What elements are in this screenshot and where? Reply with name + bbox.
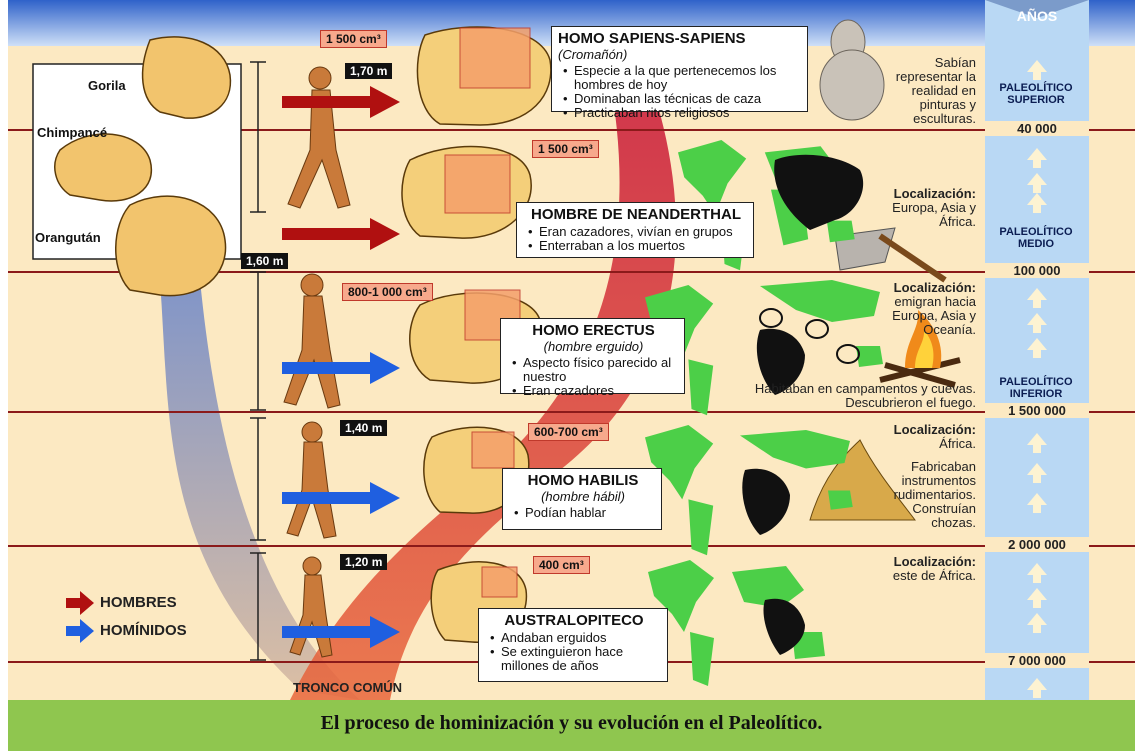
australopithecus-bullet: Se extinguieron hace millones de años (490, 645, 663, 673)
orangutan-label: Orangután (35, 230, 101, 245)
height-habilis: 1,40 m (340, 420, 388, 436)
erectus-title: HOMO ERECTUS (532, 322, 655, 339)
sapiens-bullet: Dominaban las técnicas de caza (563, 92, 803, 107)
habilis-location-text: África. (939, 436, 976, 451)
legend-men-arrow (66, 591, 94, 615)
year-marker: 100 000 (985, 263, 1089, 278)
australopithecus-location-title: Localización: (893, 554, 976, 569)
period-upper: PALEOLÍTICO SUPERIOR (999, 82, 1073, 106)
habilis-tools-note: Fabricaban instrumentos rudimentarios. C… (893, 459, 976, 530)
neanderthal-bullet: Enterraban a los muertos (528, 239, 749, 254)
period-middle: PALEOLÍTICO MEDIO (999, 226, 1073, 250)
period-lower: PALEOLÍTICO INFERIOR (999, 376, 1073, 400)
sapiens-subtitle: (Cromañón) (558, 47, 628, 62)
erectus-bullet: Aspecto físico parecido al nuestro (512, 356, 680, 384)
year-marker: 2 000 000 (985, 537, 1089, 552)
volume-sapiens: 1 500 cm³ (320, 30, 387, 48)
height-neanderthal: 1,60 m (241, 253, 289, 269)
volume-australopithecus: 400 cm³ (533, 556, 590, 574)
neanderthal-location: Localización: Europa, Asia y África. (868, 187, 976, 229)
hominid-stream (160, 280, 360, 700)
height-australopithecus: 1,20 m (340, 554, 388, 570)
hominid-arrows (282, 352, 400, 648)
legend-hominids-label: HOMÍNIDOS (100, 622, 187, 639)
gorilla-label: Gorila (88, 78, 126, 93)
habilis-subtitle: (hombre hábil) (541, 489, 625, 504)
year-marker: 7 000 000 (985, 653, 1089, 668)
chimpanzee-label: Chimpancé (37, 125, 108, 140)
neanderthal-location-title: Localización: (893, 186, 976, 201)
legend-men-label: HOMBRES (100, 594, 177, 611)
habilis-bullets: Podían hablar (509, 506, 657, 521)
volume-neanderthal: 1 500 cm³ (532, 140, 599, 158)
australopithecus-bullets: Andaban erguidos Se extinguieron hace mi… (485, 631, 663, 673)
erectus-subtitle: (hombre erguido) (543, 339, 644, 354)
neanderthal-title: HOMBRE DE NEANDERTHAL (531, 206, 741, 223)
habilis-title: HOMO HABILIS (527, 472, 639, 489)
volume-habilis: 600-700 cm³ (528, 423, 609, 441)
world-maps (645, 140, 883, 686)
habilis-bullet: Podían hablar (514, 506, 657, 521)
erectus-box: HOMO ERECTUS (hombre erguido) Aspecto fí… (500, 318, 685, 398)
erectus-bullets: Aspecto físico parecido al nuestro Eran … (507, 356, 680, 399)
erectus-habitat-note: Habitaban en campamentos y cuevas. Descu… (754, 381, 976, 410)
year-marker: 40 000 (985, 121, 1089, 136)
australopithecus-location-text: este de África. (892, 568, 976, 583)
venus-statuette (819, 19, 885, 121)
legend-hominid-arrow (66, 619, 94, 643)
erectus-location-text: emigran hacia Europa, Asia y Oceanía. (892, 294, 976, 337)
year-marker: 1 500 000 (985, 403, 1089, 418)
habilis-box: HOMO HABILIS (hombre hábil) Podían habla… (502, 468, 662, 530)
australopithecus-box: AUSTRALOPITECO Andaban erguidos Se extin… (478, 608, 668, 682)
migration-circles (759, 308, 860, 364)
common-trunk-label: TRONCO COMÚN (293, 680, 403, 695)
sapiens-bullet: Practicaban ritos religiosos (563, 106, 803, 121)
neanderthal-box: HOMBRE DE NEANDERTHAL Eran cazadores, vi… (516, 202, 754, 258)
sapiens-box: HOMO SAPIENS-SAPIENS (Cromañón) Especie … (551, 26, 808, 120)
australopithecus-bullet: Andaban erguidos (490, 631, 663, 646)
years-header: AÑOS (1016, 8, 1058, 24)
erectus-bullet: Eran cazadores (512, 384, 680, 399)
men-arrows (282, 86, 400, 250)
years-up-arrows (1027, 60, 1047, 698)
sapiens-bullets: Especie a la que pertenecemos los hombre… (558, 64, 803, 121)
sapiens-art-note: Sabían representar la realidad en pintur… (895, 55, 976, 126)
habilis-location: Localización: África. (868, 423, 976, 451)
volume-erectus: 800-1 000 cm³ (342, 283, 433, 301)
sapiens-bullet: Especie a la que pertenecemos los hombre… (563, 64, 803, 92)
height-sapiens: 1,70 m (345, 63, 393, 79)
habilis-location-title: Localización: (893, 422, 976, 437)
neanderthal-bullets: Eran cazadores, vivían en grupos Enterra… (523, 225, 749, 254)
australopithecus-title: AUSTRALOPITECO (504, 612, 644, 629)
caption: El proceso de hominización y su evolució… (320, 712, 823, 734)
erectus-location-title: Localización: (893, 280, 976, 295)
campfire (879, 310, 961, 388)
height-scales (250, 61, 266, 661)
neanderthal-bullet: Eran cazadores, vivían en grupos (528, 225, 749, 240)
australopithecus-location: Localización: este de África. (858, 555, 976, 583)
neanderthal-location-text: Europa, Asia y África. (892, 200, 976, 229)
erectus-location: Localización: emigran hacia Europa, Asia… (850, 281, 976, 337)
africa-highlights (742, 154, 864, 655)
ape-skulls (54, 36, 232, 297)
sapiens-title: HOMO SAPIENS-SAPIENS (558, 30, 746, 47)
caption-band (8, 700, 1135, 751)
